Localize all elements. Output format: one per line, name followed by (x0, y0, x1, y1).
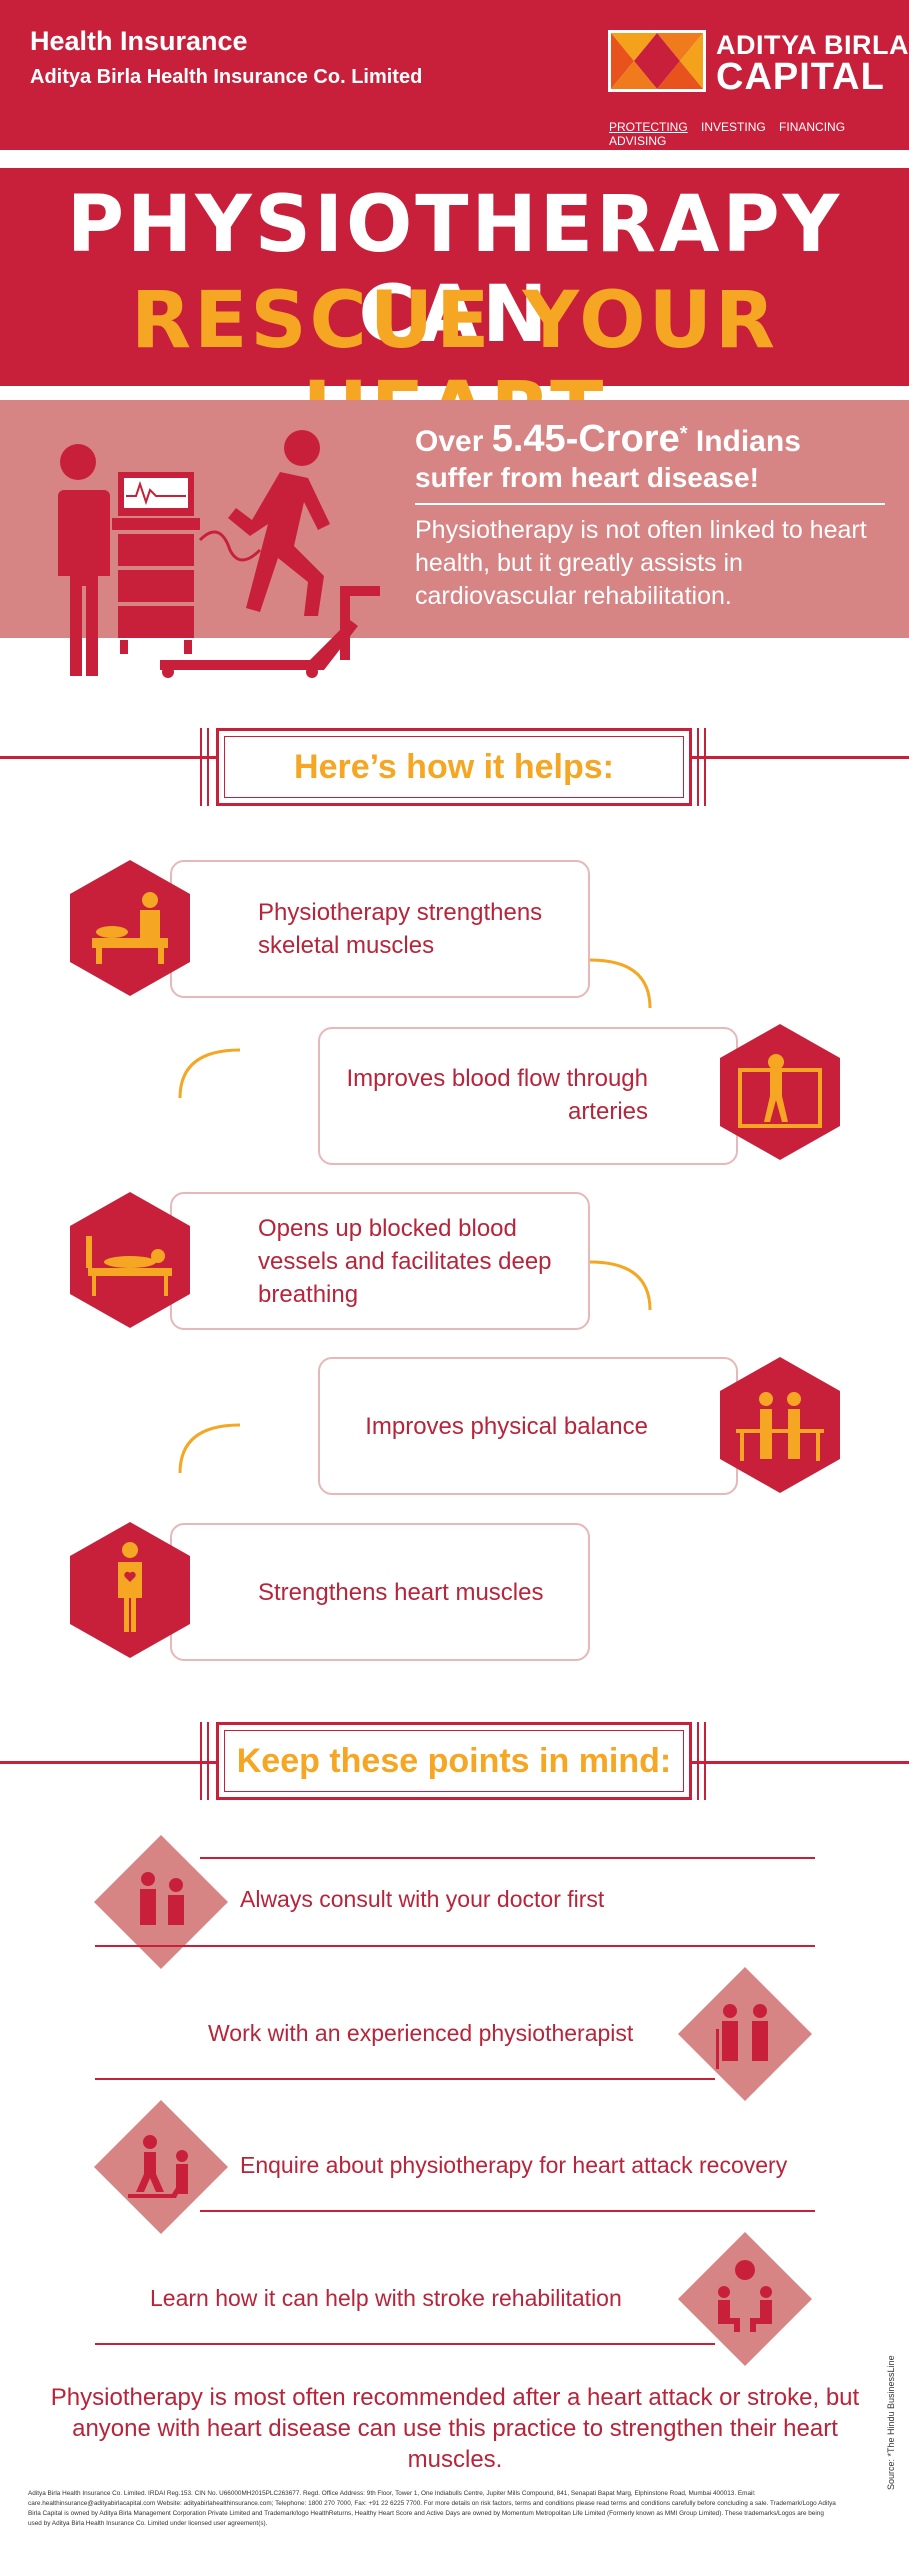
helps-left-ticks (200, 728, 210, 806)
treadmill-recovery-icon (94, 2100, 228, 2234)
points-heading-box (216, 1722, 692, 1800)
treadmill-therapy-illustration-icon (52, 430, 380, 678)
help-card-5 (170, 1523, 590, 1661)
heart-person-icon (70, 1522, 190, 1658)
logo-tagline: PROTECTING INVESTING FINANCING ADVISING (609, 120, 909, 148)
aditya-birla-logo-icon (608, 30, 706, 92)
points-heading: Keep these points in mind: (236, 1742, 672, 1780)
stat-headline: Over 5.45-Crore* Indians (415, 418, 801, 461)
point-rule-2 (95, 2078, 715, 2080)
patient-bed-icon (70, 1192, 190, 1328)
stat-description: Physiotherapy is not often linked to hea… (415, 516, 867, 610)
physiotherapist-walking-icon (678, 1967, 812, 2101)
help-text-2: Improves blood flow through arteries (346, 1065, 649, 1125)
doctor-consult-icon (94, 1835, 228, 1969)
logo-text-line2: CAPITAL (716, 56, 885, 98)
helps-heading-box (216, 728, 692, 806)
help-text-3: Opens up blocked blood vessels and facil… (258, 1215, 552, 1308)
title-band (0, 168, 909, 386)
stat-number: 5.45-Crore (491, 418, 680, 460)
tagline-investing: INVESTING (701, 120, 766, 134)
stat-asterisk: * (679, 423, 688, 445)
exercise-frame-icon (720, 1024, 840, 1160)
point-text-2: Work with an experienced physiotherapist (208, 2020, 634, 2046)
page-title-line1: PHYSIOTHERAPY CAN (66, 180, 843, 360)
tagline-financing: FINANCING (779, 120, 846, 134)
point-rule-1b (95, 1945, 815, 1947)
massage-table-icon (70, 860, 190, 996)
balance-bars-icon (720, 1357, 840, 1493)
header-bar (0, 0, 909, 150)
tagline-protecting: PROTECTING (609, 120, 688, 134)
point-text-1: Always consult with your doctor first (240, 1886, 605, 1912)
help-card-3 (170, 1192, 590, 1330)
point-text-3: Enquire about physiotherapy for heart at… (240, 2152, 788, 2178)
stat-over: Over (415, 425, 484, 458)
stroke-rehab-discussion-icon (678, 2232, 812, 2366)
tagline-advising: ADVISING (609, 134, 667, 148)
help-text-4: Improves physical balance (365, 1413, 648, 1440)
help-card-2 (318, 1027, 738, 1165)
help-text-5: Strengthens heart muscles (258, 1579, 544, 1606)
stat-divider (415, 503, 885, 505)
point-text-4: Learn how it can help with stroke rehabi… (150, 2285, 622, 2311)
stat-subline: suffer from heart disease! (415, 462, 759, 493)
point-rule-4 (95, 2343, 715, 2345)
points-left-ticks (200, 1722, 210, 1800)
legal-fineprint: Aditya Birla Health Insurance Co. Limite… (28, 2490, 836, 2527)
point-rule-1 (200, 1857, 815, 1859)
source-note: Source: *The Hindu BusinessLine (886, 2355, 896, 2490)
help-card-4 (318, 1357, 738, 1495)
helps-connectors (178, 958, 652, 1474)
helps-right-ticks (697, 728, 707, 806)
logo-text-line1: ADITYA BIRLA (716, 30, 909, 60)
point-rule-3 (200, 2210, 815, 2212)
helps-heading: Here’s how it helps: (294, 748, 614, 786)
stat-indians: Indians (695, 425, 801, 458)
help-text-1: Physiotherapy strengthens skeletal muscl… (258, 899, 543, 959)
points-right-ticks (697, 1722, 707, 1800)
header-title: Health Insurance (30, 26, 248, 56)
help-card-1 (170, 860, 590, 998)
closing-statement: Physiotherapy is most often recommended … (50, 2384, 860, 2473)
header-subtitle: Aditya Birla Health Insurance Co. Limite… (30, 66, 423, 88)
